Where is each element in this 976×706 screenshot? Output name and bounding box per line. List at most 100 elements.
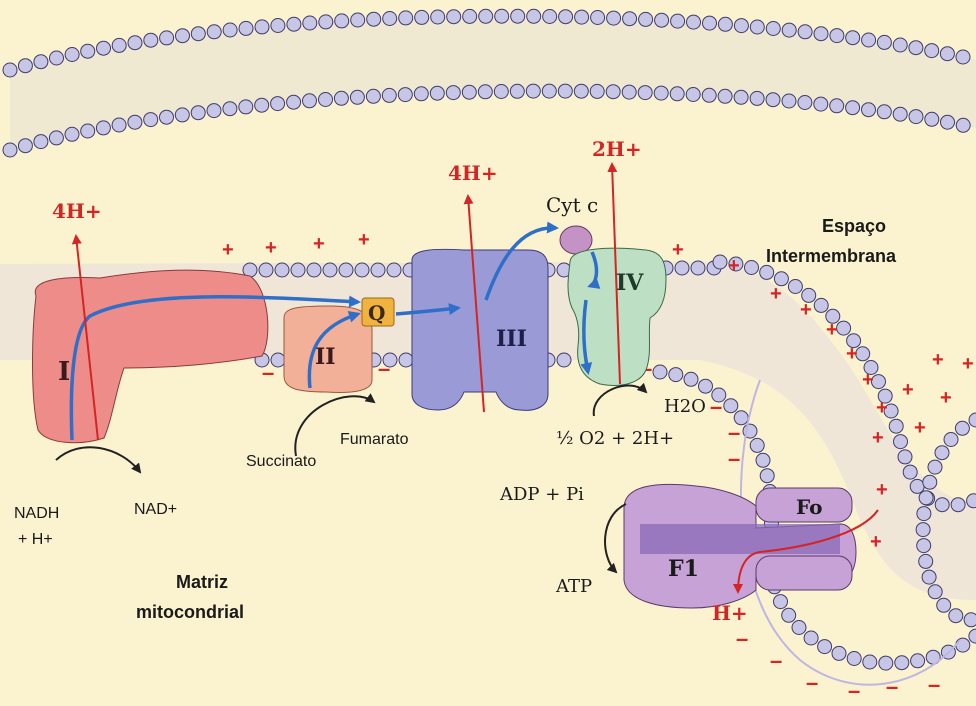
membrane-head (856, 347, 870, 361)
membrane-head (383, 12, 397, 26)
membrane-head (898, 450, 912, 464)
membrane-head (128, 36, 142, 50)
membrane-head (702, 88, 716, 102)
membrane-head (846, 31, 860, 45)
membrane-head (255, 98, 269, 112)
membrane-head (606, 85, 620, 99)
membrane-head (526, 84, 540, 98)
membrane-head (191, 106, 205, 120)
membrane-head (319, 93, 333, 107)
membrane-head (223, 102, 237, 116)
membrane-head (903, 465, 917, 479)
membrane-head (303, 94, 317, 108)
membrane-head (144, 113, 158, 127)
membrane-head (542, 84, 556, 98)
matrix-label-line2: mitocondrial (136, 602, 244, 622)
membrane-head (65, 48, 79, 62)
membrane-head (922, 570, 936, 584)
membrane-head (176, 29, 190, 43)
membrane-head (559, 10, 573, 24)
membrane-head (703, 16, 717, 30)
membrane-head (430, 86, 444, 100)
membrane-head (557, 353, 571, 367)
membrane-head (366, 89, 380, 103)
membrane-head (798, 96, 812, 110)
membrane-head (307, 263, 321, 277)
membrane-head (3, 143, 17, 157)
membrane-head (478, 85, 492, 99)
ubiquinone-q-label: Q (368, 301, 385, 325)
membrane-head (639, 12, 653, 26)
membrane-head (745, 261, 759, 275)
svg-text:+: + (870, 531, 882, 553)
h-out-complex-iii: 4H+ (448, 161, 498, 185)
membrane-head (847, 652, 861, 666)
membrane-head (335, 14, 349, 28)
membrane-head (877, 35, 891, 49)
membrane-head (804, 631, 818, 645)
membrane-head (350, 90, 364, 104)
h-out-complex-iv: 2H+ (592, 137, 642, 161)
membrane-head (818, 640, 832, 654)
membrane-head (574, 84, 588, 98)
membrane-head (837, 321, 851, 335)
membrane-head (160, 110, 174, 124)
membrane-head (910, 479, 924, 493)
svg-text:+: + (728, 255, 740, 277)
membrane-head (919, 491, 933, 505)
svg-text:–: – (728, 446, 740, 471)
membrane-head (893, 38, 907, 52)
oxygen-label: ½ O2 + 2H+ (556, 428, 674, 449)
membrane-head (339, 263, 353, 277)
svg-text:+: + (932, 349, 944, 371)
complex-iii-label: III (496, 326, 527, 352)
membrane-head (399, 353, 413, 367)
membrane-head (670, 87, 684, 101)
membrane-head (239, 100, 253, 114)
membrane-head (49, 131, 63, 145)
membrane-head (917, 539, 931, 553)
membrane-head (862, 33, 876, 47)
membrane-head (367, 12, 381, 26)
membrane-head (462, 85, 476, 99)
membrane-head (575, 10, 589, 24)
ubiquinone-q: Q (362, 298, 394, 326)
membrane-head (558, 84, 572, 98)
matrix-label-line1: Matriz (176, 572, 228, 592)
membrane-head (623, 12, 637, 26)
membrane-head (951, 498, 965, 512)
membrane-head (916, 523, 930, 537)
succinato-label: Succinato (246, 453, 316, 470)
membrane-head (830, 99, 844, 113)
membrane-head (255, 20, 269, 34)
membrane-head (607, 11, 621, 25)
membrane-head (351, 13, 365, 27)
membrane-head (494, 85, 508, 99)
membrane-head (782, 23, 796, 37)
membrane-head (909, 41, 923, 55)
intermembrane-label-line2: Intermembrana (766, 246, 897, 266)
membrane-head (941, 115, 955, 129)
membrane-head (511, 9, 525, 23)
membrane-head (734, 90, 748, 104)
nad-label: NAD+ (134, 501, 177, 518)
svg-text:+: + (672, 239, 684, 261)
svg-text:+: + (962, 353, 974, 375)
membrane-head (782, 608, 796, 622)
membrane-head (687, 15, 701, 29)
adp-label: ADP + Pi (499, 484, 584, 505)
svg-text:–: – (728, 420, 740, 445)
intermembrane-label-line1: Espaço (822, 216, 886, 236)
cyt-c-label: Cyt c (546, 193, 598, 217)
membrane-head (928, 585, 942, 599)
membrane-head (684, 372, 698, 386)
membrane-head (877, 105, 891, 119)
membrane-head (750, 438, 764, 452)
svg-text:–: – (710, 394, 722, 419)
svg-text:–: – (886, 674, 898, 699)
membrane-head (788, 280, 802, 294)
membrane-head (207, 25, 221, 39)
membrane-head (239, 21, 253, 35)
